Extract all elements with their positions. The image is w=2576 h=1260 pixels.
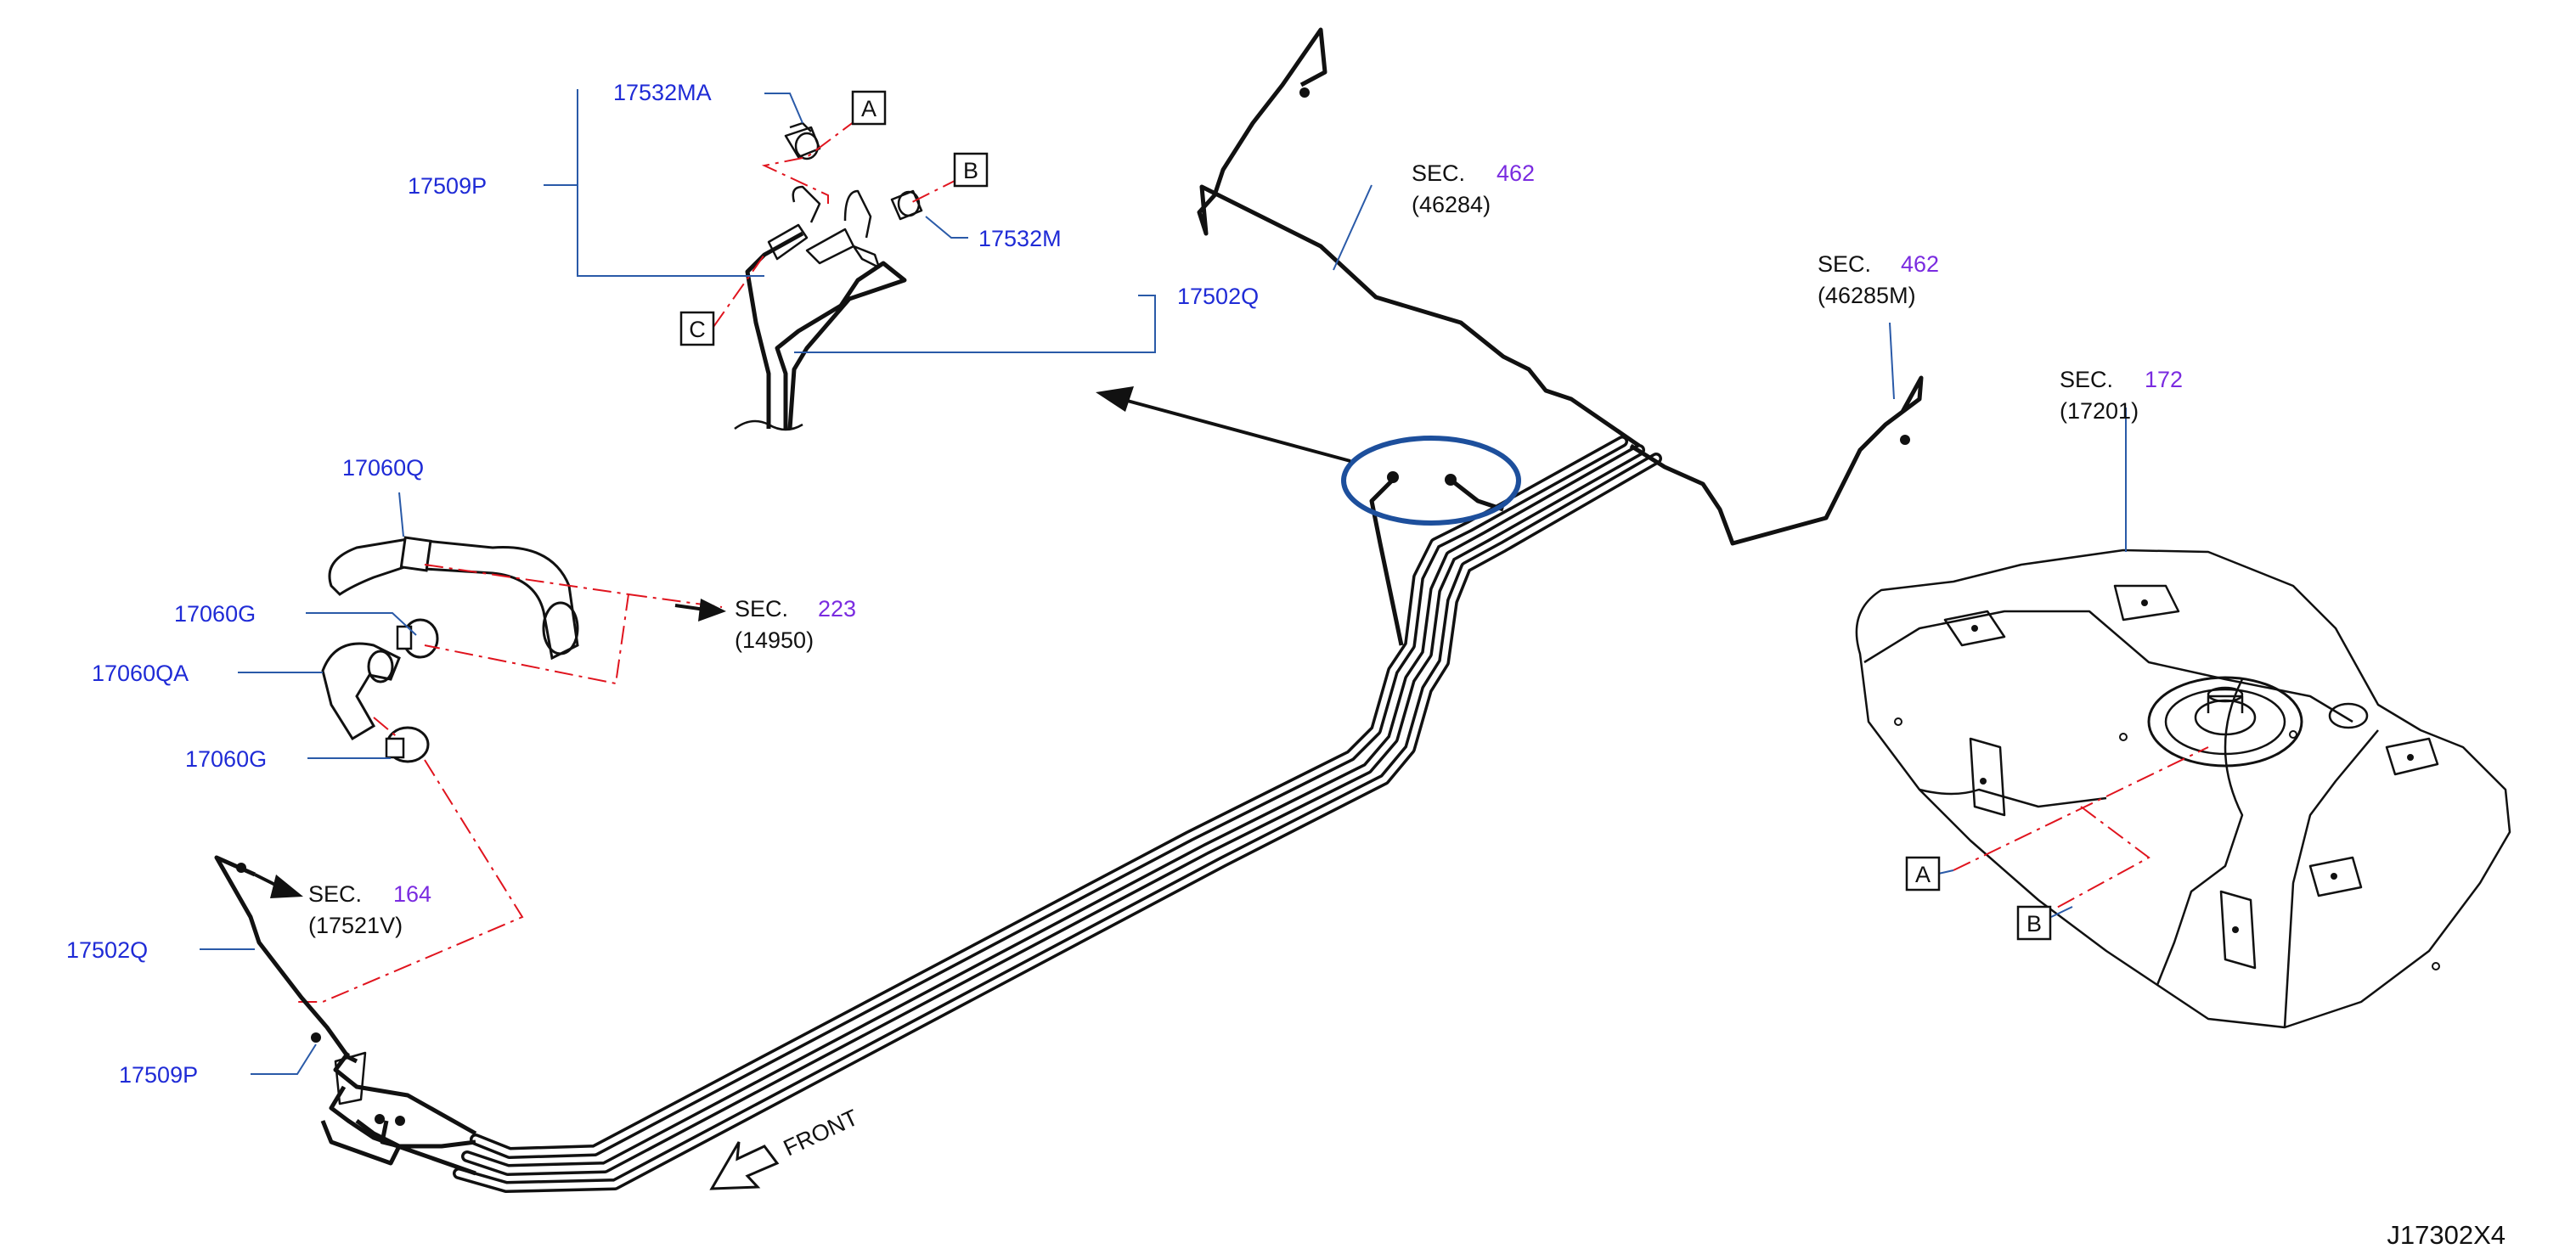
svg-text:(17521V): (17521V) (308, 913, 403, 938)
svg-text:(46285M): (46285M) (1818, 283, 1916, 308)
svg-text:(14950): (14950) (735, 627, 814, 653)
ref-box-c-top: C (679, 311, 715, 346)
svg-text:B: B (963, 158, 978, 183)
fuel-tank (1855, 548, 2511, 1029)
svg-text:172: 172 (2145, 367, 2183, 392)
ref-box-a-top: A (851, 90, 887, 126)
label-17060QA: 17060QA (92, 661, 189, 686)
evap-tube-bottom-assembly (214, 855, 477, 1176)
svg-text:C: C (689, 317, 706, 342)
label-17060G-b: 17060G (185, 746, 267, 772)
figure-id: J17302X4 (2387, 1220, 2506, 1250)
detail-arrow (1096, 386, 1351, 463)
label-17509P-top: 17509P (408, 173, 487, 199)
hose-group-left (321, 536, 579, 763)
svg-text:SEC.: SEC. (735, 596, 788, 622)
svg-text:A: A (1915, 862, 1931, 887)
label-17532M: 17532M (978, 226, 1062, 251)
section-ref-462-46284: SEC. 462 (46284) (1412, 160, 1535, 217)
svg-text:SEC.: SEC. (1818, 251, 1871, 277)
sec-223-arrow (674, 599, 726, 622)
front-label: FRONT (780, 1105, 862, 1161)
leader-lines (200, 89, 2127, 1075)
section-ref-164-17521V: SEC. 164 (17521V) (308, 881, 431, 938)
sec-164-arrow (254, 873, 303, 898)
svg-text:223: 223 (818, 596, 856, 622)
svg-text:SEC.: SEC. (308, 881, 362, 907)
section-ref-223-14950: SEC. 223 (14950) (735, 596, 856, 653)
label-17502Q-bottom: 17502Q (66, 937, 148, 963)
svg-text:B: B (2026, 911, 2042, 937)
tube-ends-in-ellipse (1369, 471, 1504, 646)
main-fuel-tube-bundle (453, 436, 1662, 1193)
ref-box-b-top: B (953, 152, 989, 188)
svg-text:462: 462 (1497, 160, 1535, 186)
brake-tube-46285M (1629, 375, 1924, 546)
label-17509P-bottom: 17509P (119, 1062, 198, 1088)
label-17502Q-top: 17502Q (1177, 284, 1259, 309)
svg-text:(17201): (17201) (2060, 398, 2139, 424)
svg-text:164: 164 (393, 881, 431, 907)
label-17060G-a: 17060G (174, 601, 256, 627)
svg-text:SEC.: SEC. (2060, 367, 2113, 392)
svg-text:(46284): (46284) (1412, 192, 1491, 217)
section-ref-462-46285M: SEC. 462 (46285M) (1818, 251, 1939, 308)
svg-text:SEC.: SEC. (1412, 160, 1465, 186)
svg-text:A: A (861, 96, 877, 121)
ref-box-b-tank: B (2016, 905, 2052, 941)
ref-box-a-tank: A (1905, 856, 1941, 892)
detail-highlight-ellipse (1341, 436, 1521, 526)
label-17532MA: 17532MA (613, 80, 712, 105)
front-direction-arrow (709, 1141, 780, 1190)
section-ref-172-17201: SEC. 172 (17201) (2060, 367, 2183, 424)
svg-text:462: 462 (1901, 251, 1939, 277)
evap-tube-top-assembly (734, 121, 923, 431)
brake-tube-46284 (1197, 27, 1641, 448)
label-17060Q: 17060Q (342, 455, 424, 481)
